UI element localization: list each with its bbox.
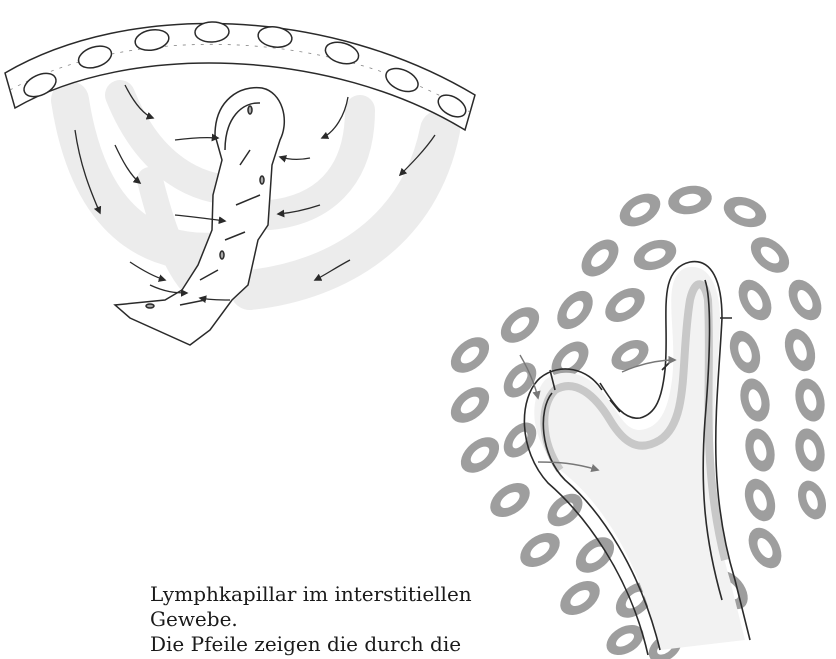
interstitial-flow-panel <box>5 21 475 345</box>
arrow <box>175 138 218 140</box>
figure-caption: Lymphkapillar im interstitiellen Gewebe.… <box>150 582 450 657</box>
caption-line-2: Gewebe. <box>150 607 450 632</box>
caption-line-3: Die Pfeile zeigen die durch die <box>150 632 450 657</box>
arrow <box>130 262 165 280</box>
tissue-panel <box>444 182 831 659</box>
arrow <box>280 157 310 159</box>
nucleus <box>195 21 230 42</box>
caption-line-1: Lymphkapillar im interstitiellen <box>150 582 450 607</box>
